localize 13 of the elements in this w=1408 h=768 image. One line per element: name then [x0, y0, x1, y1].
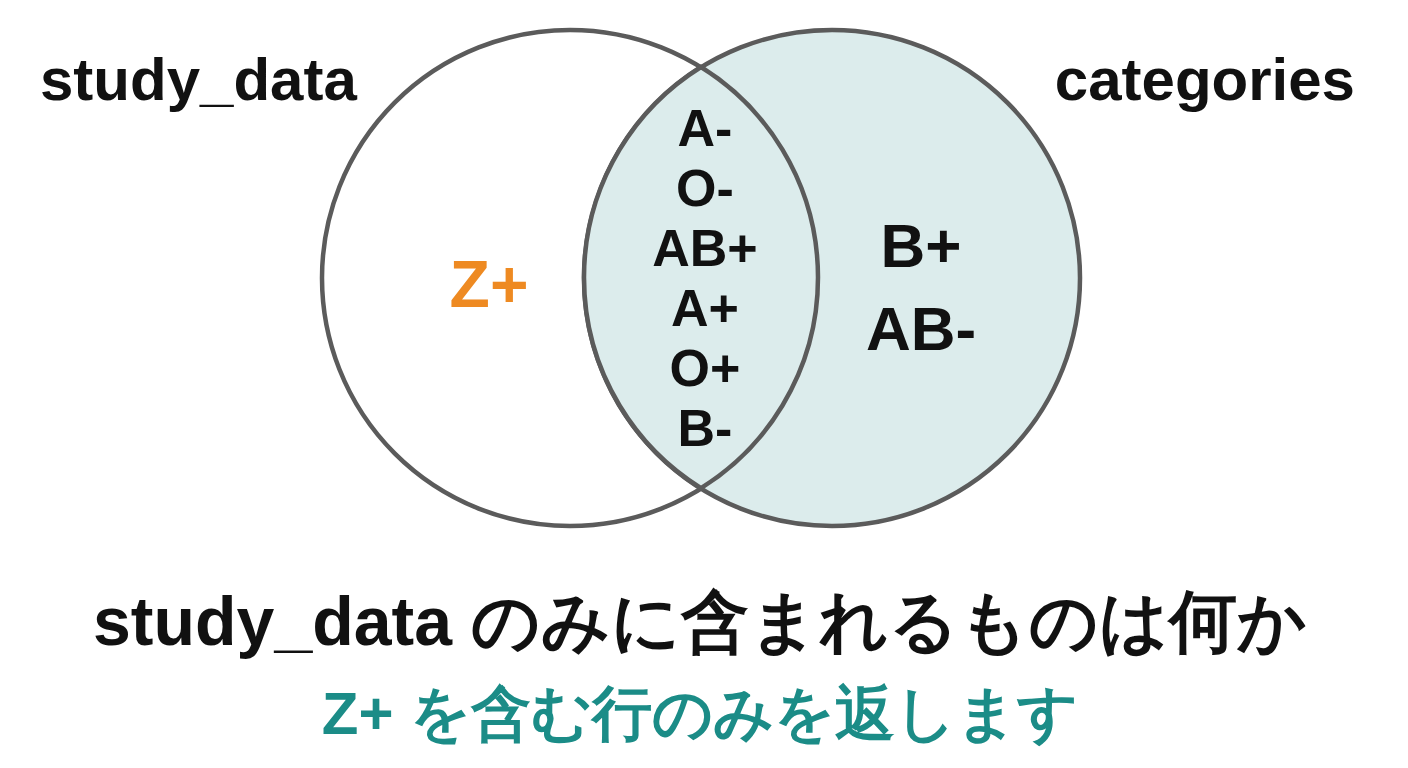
set-label: study_data: [40, 47, 357, 113]
set-item: B+: [880, 211, 962, 281]
set-item: B-: [677, 400, 733, 458]
set-item: O-: [676, 160, 734, 218]
set-item: A+: [671, 280, 739, 338]
caption-text: Z+ を含む行のみを返します: [321, 678, 1079, 748]
set-item: O+: [669, 340, 741, 398]
set-item: AB+: [652, 220, 758, 278]
title-text: study_data のみに含まれるものは何か: [93, 581, 1307, 661]
set-item: Z+: [449, 247, 529, 321]
set-item: AB-: [865, 294, 977, 364]
set-item: A-: [677, 100, 733, 158]
set-label: categories: [1054, 47, 1355, 113]
